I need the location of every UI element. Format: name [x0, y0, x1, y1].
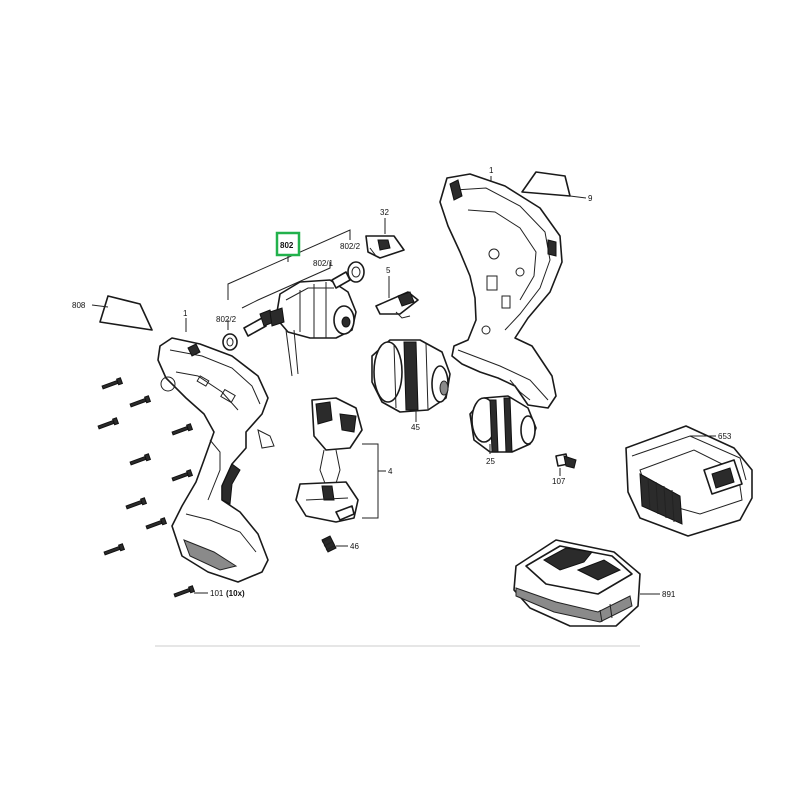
nameplate-808 — [99, 295, 153, 331]
battery-891 — [513, 539, 641, 627]
housing-left-half — [157, 337, 275, 583]
label-101-qty: (10x) — [226, 589, 245, 598]
screws-101 — [97, 377, 196, 598]
label-9: 9 — [588, 194, 593, 203]
charger-653 — [625, 425, 753, 537]
label-sticker-9 — [521, 171, 571, 197]
label-802-1: 802/1 — [313, 259, 334, 268]
label-107: 107 — [552, 477, 566, 486]
label-housing-right: 1 — [489, 166, 494, 175]
label-101: 101 — [210, 589, 224, 598]
label-808: 808 — [72, 301, 86, 310]
label-802: 802 — [280, 241, 294, 250]
label-5: 5 — [386, 266, 391, 275]
washer-802-2-small — [222, 333, 238, 351]
highlight-box-802 — [275, 231, 301, 257]
housing-right-half — [439, 173, 563, 409]
label-891: 891 — [662, 590, 676, 599]
label-45: 45 — [411, 423, 420, 432]
gearbox-45 — [371, 339, 451, 413]
label-653: 653 — [718, 432, 732, 441]
part-5 — [375, 291, 419, 319]
label-housing-left: 1 — [183, 309, 188, 318]
chuck-25 — [469, 395, 537, 453]
label-46: 46 — [350, 542, 359, 551]
motor-802 — [269, 279, 357, 377]
label-32: 32 — [380, 208, 389, 217]
switch-assembly-4 — [295, 397, 363, 523]
screw-107 — [555, 453, 577, 469]
part-32 — [365, 235, 405, 259]
label-25: 25 — [486, 457, 495, 466]
label-802-2-top: 802/2 — [340, 242, 361, 251]
washer-802-2-large — [331, 261, 365, 289]
label-4: 4 — [388, 467, 393, 476]
label-802-2-bottom: 802/2 — [216, 315, 237, 324]
spring-46 — [321, 535, 337, 553]
screw-802-1 — [243, 309, 275, 337]
